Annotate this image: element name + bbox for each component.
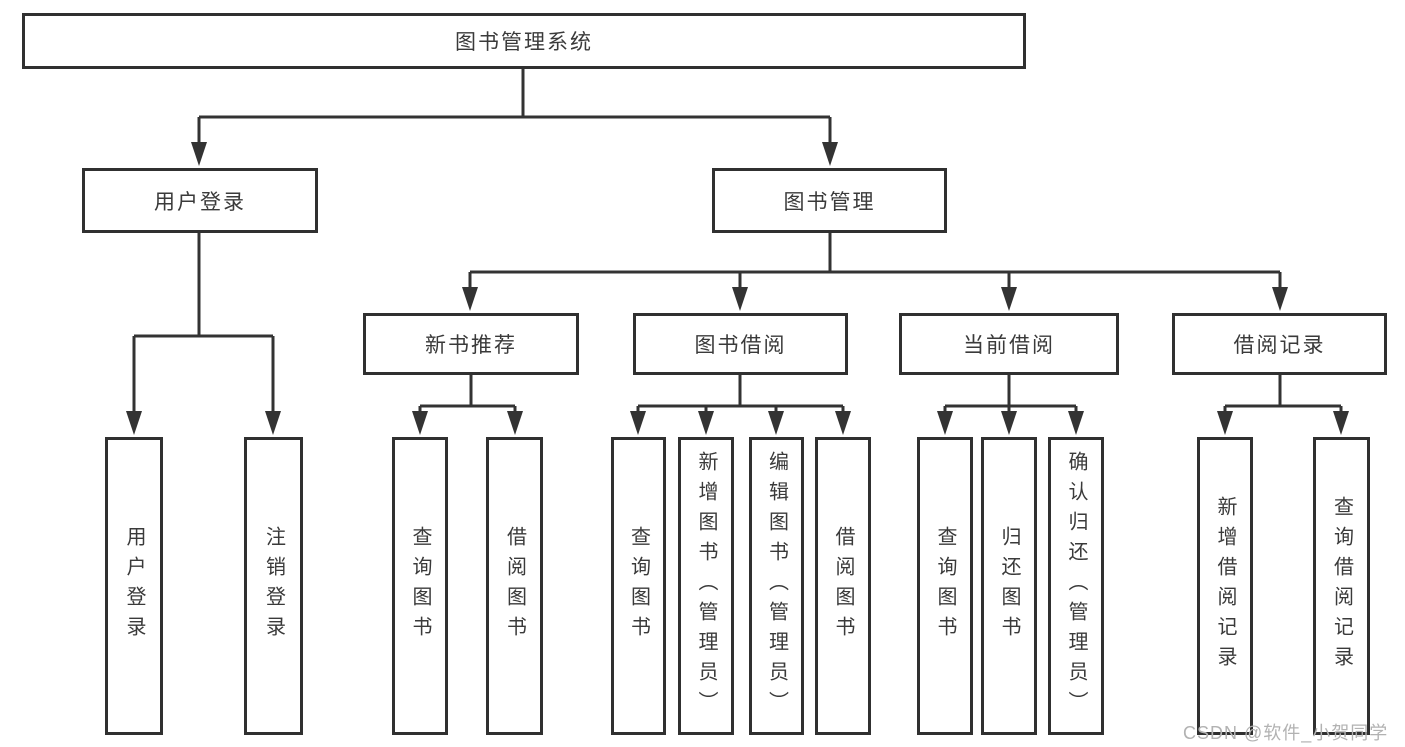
connector-new-book-rec-to-leaves bbox=[412, 375, 523, 435]
leaf-label: 查询图书 bbox=[627, 526, 650, 646]
node-label: 当前借阅 bbox=[963, 334, 1055, 357]
connector-book-borrow-to-leaves bbox=[630, 375, 851, 435]
leaf-label: 新增图书（管理员） bbox=[695, 451, 717, 721]
leaf-label: 编辑图书（管理员） bbox=[765, 451, 788, 721]
leaf-confirm-return-admin: 确认归还（管理员） bbox=[1048, 437, 1104, 735]
leaf-logout: 注销登录 bbox=[244, 437, 303, 735]
leaf-label: 借阅图书 bbox=[503, 526, 526, 646]
csdn-watermark: CSDN @软件_小贺同学 bbox=[1183, 723, 1389, 743]
node-book-management: 图书管理 bbox=[712, 168, 947, 233]
leaf-add-borrowing-record: 新增借阅记录 bbox=[1197, 437, 1253, 735]
leaf-label: 确认归还（管理员） bbox=[1065, 451, 1087, 721]
node-label: 图书借阅 bbox=[694, 334, 787, 357]
leaf-label: 用户登录 bbox=[123, 526, 145, 646]
node-label: 图书管理系统 bbox=[455, 31, 593, 54]
connector-borrow-records-to-leaves bbox=[1217, 375, 1349, 435]
leaf-query-books-borrowing: 查询图书 bbox=[611, 437, 666, 735]
connector-root-to-level2 bbox=[191, 69, 838, 166]
connector-book-mgmt-to-level3 bbox=[462, 233, 1288, 311]
leaf-borrow-books: 借阅图书 bbox=[815, 437, 871, 735]
leaf-add-books-admin: 新增图书（管理员） bbox=[678, 437, 734, 735]
leaf-query-books-recommendation: 查询图书 bbox=[392, 437, 448, 735]
leaf-borrow-books-recommendation: 借阅图书 bbox=[486, 437, 543, 735]
leaf-label: 查询图书 bbox=[934, 526, 956, 646]
leaf-label: 借阅图书 bbox=[832, 526, 854, 646]
leaf-label: 注销登录 bbox=[262, 526, 285, 646]
node-new-book-recommendation: 新书推荐 bbox=[363, 313, 579, 375]
node-book-borrowing: 图书借阅 bbox=[633, 313, 848, 375]
node-borrowing-records: 借阅记录 bbox=[1172, 313, 1387, 375]
leaf-edit-books-admin: 编辑图书（管理员） bbox=[749, 437, 804, 735]
leaf-user-login: 用户登录 bbox=[105, 437, 163, 735]
leaf-return-books: 归还图书 bbox=[981, 437, 1037, 735]
leaf-label: 查询图书 bbox=[409, 526, 431, 646]
leaf-query-borrowing-record: 查询借阅记录 bbox=[1313, 437, 1370, 735]
leaf-label: 新增借阅记录 bbox=[1214, 496, 1236, 676]
node-library-management-system: 图书管理系统 bbox=[22, 13, 1026, 69]
connector-user-login-to-leaves bbox=[126, 233, 281, 435]
node-label: 新书推荐 bbox=[425, 334, 517, 357]
node-label: 借阅记录 bbox=[1233, 334, 1326, 357]
leaf-label: 归还图书 bbox=[998, 526, 1020, 646]
connector-current-borrow-to-leaves bbox=[937, 375, 1084, 435]
leaf-label: 查询借阅记录 bbox=[1330, 496, 1353, 676]
node-label: 图书管理 bbox=[783, 190, 876, 214]
leaf-query-books-current: 查询图书 bbox=[917, 437, 973, 735]
node-user-login: 用户登录 bbox=[82, 168, 318, 233]
node-label: 用户登录 bbox=[154, 190, 246, 214]
node-current-borrowing: 当前借阅 bbox=[899, 313, 1119, 375]
